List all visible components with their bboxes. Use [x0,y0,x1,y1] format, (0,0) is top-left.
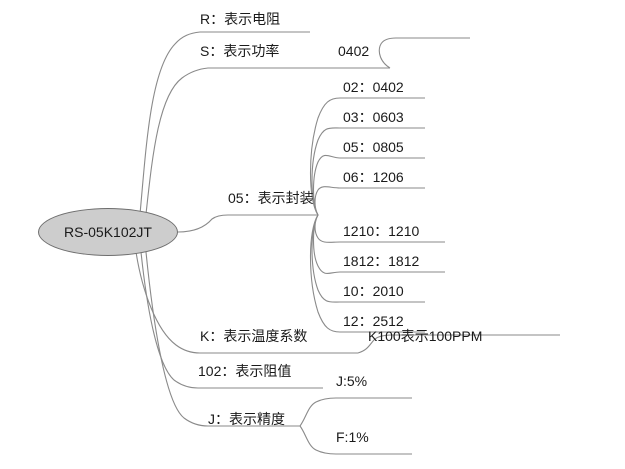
leaf-label-pkg-1812[interactable]: 1812：1812 [343,253,420,269]
leaf-label-pkg-02[interactable]: 02：0402 [343,79,404,95]
branch-label-k[interactable]: K：表示温度系数 [200,328,308,344]
leaf-label-f1[interactable]: F:1% [336,429,369,445]
leaf-label-pkg-1210[interactable]: 1210：1210 [343,223,420,239]
leaf-label-k100[interactable]: K100表示100PPM [368,328,483,344]
wire-root-to-value [140,251,323,389]
leaf-label-pkg-05[interactable]: 05：0805 [343,139,404,155]
wire-root-to-package [177,214,318,233]
wire-package-to-05 [312,154,425,216]
wire-root-to-j [145,251,300,427]
leaf-label-pkg-06[interactable]: 06：1206 [343,169,404,185]
wire-root-to-r [139,31,310,215]
wire-j-to-f1 [299,425,412,455]
branch-label-package[interactable]: 05：表示封装 [228,190,314,206]
root-node[interactable]: RS-05K102JT [38,208,178,256]
wire-root-to-k [135,251,358,354]
leaf-label-pkg-03[interactable]: 03：0603 [343,109,404,125]
wire-j-to-j5 [299,397,412,427]
wire-package-to-02 [310,97,425,216]
wire-k-to-k100 [357,334,560,354]
branch-label-r[interactable]: R：表示电阻 [200,11,281,27]
leaf-label-j5[interactable]: J:5% [336,373,368,389]
wire-package-to-12 [310,214,425,333]
branch-label-j[interactable]: J：表示精度 [208,411,285,427]
leaf-label-pkg-12[interactable]: 12：2512 [343,313,404,329]
wire-package-to-10 [311,214,425,303]
wire-package-to-03 [311,127,425,216]
wire-root-to-s [145,67,390,215]
wire-s-to-0402 [378,37,470,69]
leaf-label-pkg-10[interactable]: 10：2010 [343,283,404,299]
branch-label-s[interactable]: S：表示功率 [200,43,280,59]
root-node-label: RS-05K102JT [64,224,152,240]
leaf-label-s-0402[interactable]: 0402 [338,43,370,59]
branch-label-value[interactable]: 102：表示阻值 [198,363,292,379]
wire-package-to-1812 [312,214,445,275]
wire-package-to-06 [314,186,425,216]
